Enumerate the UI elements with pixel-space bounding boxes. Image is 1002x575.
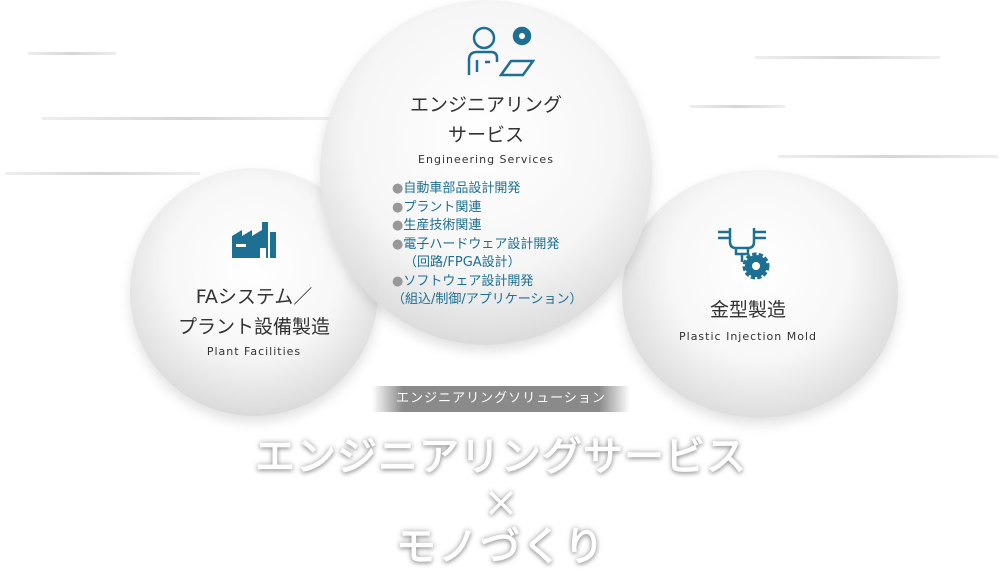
sphere-engineering (320, 0, 652, 345)
solution-band: エンジニアリングソリューション (372, 386, 630, 412)
engineering-service-list: ●自動車部品設計開発 ●プラント関連 ●生産技術関連 ●電子ハードウェア設計開発… (392, 180, 583, 310)
plant-title-line1: FAシステム／ (195, 286, 313, 308)
list-item-note: （組込/制御/アプリケーション） (392, 292, 583, 307)
bullet: ● (392, 181, 404, 196)
engineering-title-line2: サービス (447, 124, 524, 146)
plant-title: FAシステム／ プラント設備製造 (154, 282, 354, 342)
list-item-text: 自動車部品設計開発 (403, 181, 521, 196)
decor-line (5, 172, 200, 175)
bullet: ● (392, 199, 404, 215)
sphere-mold (622, 170, 898, 418)
engineering-title-line1: エンジニアリング (409, 94, 562, 116)
list-item: ●プラント関連 (392, 199, 583, 218)
list-item: ●電子ハードウェア設計開発 (392, 236, 583, 255)
plant-title-line2: プラント設備製造 (177, 316, 330, 338)
list-item-text: 生産技術関連 (403, 218, 482, 233)
mold-machine-gear-icon (718, 228, 770, 280)
decor-line (778, 155, 998, 158)
headline-line2: モノづくり (396, 524, 606, 570)
decor-line (42, 117, 332, 120)
list-item: ●生産技術関連 (392, 217, 583, 236)
engineer-gear-icon (467, 26, 536, 77)
bullet: ● (392, 218, 404, 233)
mold-subtitle: Plastic Injection Mold (679, 330, 817, 343)
engineering-subtitle: Engineering Services (418, 153, 554, 166)
factory-icon (232, 222, 276, 258)
list-item: ●ソフトウェア設計開発 (392, 273, 583, 292)
headline-cross: × (483, 477, 519, 526)
bullet: ● (392, 236, 404, 252)
decor-line (755, 56, 940, 59)
decor-line (28, 52, 116, 55)
list-item-text: ソフトウェア設計開発 (403, 273, 534, 289)
plant-subtitle: Plant Facilities (206, 345, 302, 358)
list-item-note: （回路/FPGA設計） (404, 255, 521, 270)
list-item-text: 電子ハードウェア設計開発 (403, 236, 560, 252)
bullet: ● (392, 273, 404, 289)
decor-line (690, 105, 785, 108)
headline-line1: エンジニアリングサービス (255, 434, 747, 480)
engineering-title: エンジニアリングサービス (386, 90, 586, 150)
list-item-text: プラント関連 (403, 199, 482, 215)
mold-title: 金型製造 (709, 299, 786, 321)
list-item: ●自動車部品設計開発 (392, 180, 583, 199)
